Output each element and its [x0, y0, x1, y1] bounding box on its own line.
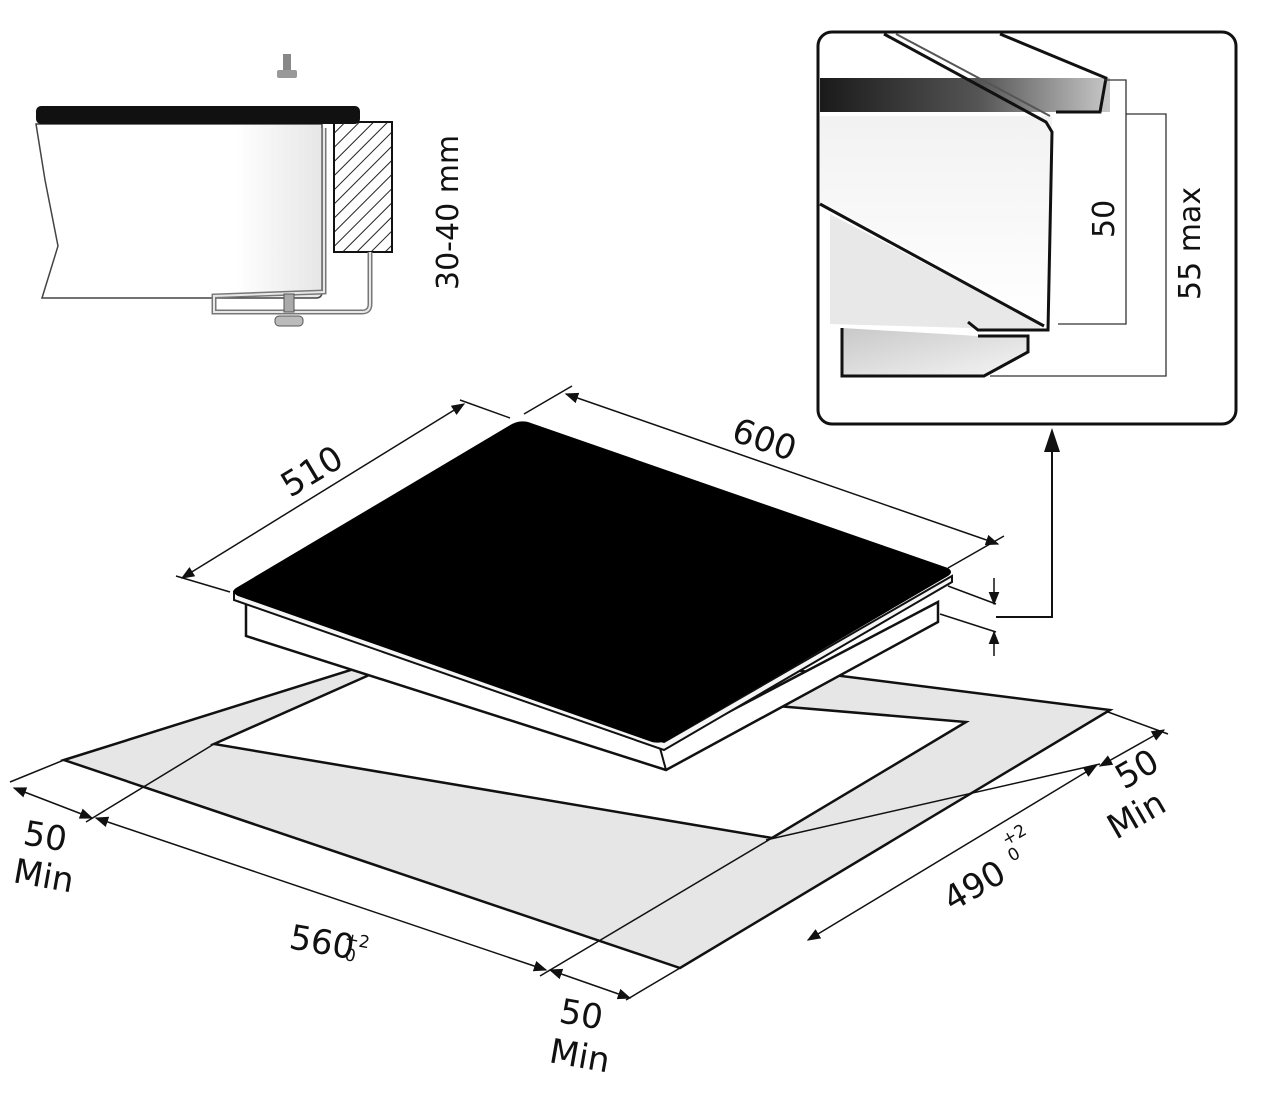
- cutout-opening: [209, 670, 970, 840]
- right-clearance-unit: Min: [1101, 783, 1173, 848]
- cutout-width-label: 560 +2 0: [286, 917, 371, 968]
- inset-max-label: 55 max: [1173, 187, 1208, 300]
- screw-icon: [277, 54, 297, 78]
- side-section-detail: 30-40 mm: [35, 54, 466, 327]
- cutout-depth-label: 490 +2 0: [937, 820, 1031, 919]
- dimension-lines: [9, 385, 1169, 1001]
- front-clearance-label: 50 Min: [546, 991, 612, 1081]
- front-clearance-value: 50: [556, 991, 606, 1038]
- bracket-screw-icon: [274, 293, 304, 327]
- front-clearance-unit: Min: [546, 1031, 612, 1081]
- cutout-width-tol-minus: 0: [343, 945, 357, 967]
- hob-depth-label: 510: [274, 438, 350, 506]
- cutout-depth-tol-minus: 0: [1005, 844, 1024, 867]
- hob-body-section: [35, 123, 323, 299]
- countertop-cutout: [59, 628, 1114, 970]
- cutout-width-tol-plus: +2: [343, 929, 371, 953]
- left-clearance-label: 50 Min: [10, 813, 76, 901]
- left-clearance-unit: Min: [10, 851, 76, 901]
- cutout-depth-value: 490: [937, 853, 1013, 920]
- edge-detail-inset: 50 55 max: [816, 30, 1238, 426]
- right-clearance-label: 50 Min: [1101, 742, 1173, 848]
- countertop-section: [333, 121, 393, 253]
- countertop-thickness-label: 30-40 mm: [431, 135, 466, 290]
- hob-width-label: 600: [727, 411, 801, 470]
- left-clearance-value: 50: [20, 813, 70, 860]
- inset-height-label: 50: [1087, 200, 1122, 238]
- glass-top-section: [36, 106, 360, 124]
- right-clearance-value: 50: [1109, 742, 1166, 798]
- detail-callout-arrow: [996, 438, 1053, 618]
